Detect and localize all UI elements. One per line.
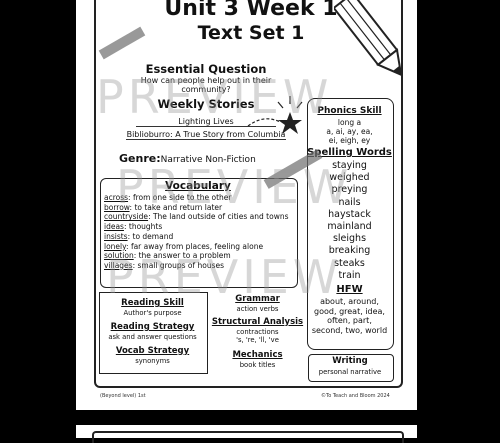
worksheet-page: Unit 3 Week 1 Text Set 1 Essential Quest… (76, 0, 417, 410)
star-icon (247, 96, 303, 134)
vocab-entry: villages: small groups of houses (104, 260, 225, 270)
hfw-line: about, around, (320, 297, 379, 306)
genre-label: Genre: (119, 152, 161, 165)
spelling-word: nails (338, 196, 361, 208)
vocabulary-list: across: from one side to the other borro… (104, 193, 294, 271)
reading-strategy-title: Reading Strategy (110, 322, 195, 332)
vocab-strategy-title: Vocab Strategy (115, 346, 190, 356)
footer-left: (Beyond level) 1st (100, 393, 146, 399)
story-item: Lighting Lives (136, 117, 276, 127)
spelling-word: breaking (328, 245, 371, 257)
mechanics-title: Mechanics (232, 350, 283, 360)
reading-skill-title: Reading Skill (121, 298, 184, 308)
preview-watermark: PREVIEW (116, 160, 353, 214)
phonics-line: ei, eigh, ey (328, 136, 371, 145)
vocab-entry: across: from one side to the other (104, 193, 232, 202)
genre-line: Genre:Narrative Non-Fiction (119, 152, 299, 165)
spelling-word: sleighs (332, 233, 367, 245)
spelling-word: weighed (329, 172, 370, 184)
vocab-entry: insists: to demand (104, 231, 174, 241)
preview-watermark: PREVIEW (106, 250, 343, 304)
structural-analysis-line: contractions (236, 328, 279, 336)
hfw-line: often, part, (327, 316, 372, 326)
vocab-strategy-text: synonyms (135, 357, 170, 365)
spelling-list: staying weighed preying nails haystack m… (307, 160, 392, 282)
reading-skills-box (99, 292, 208, 374)
structural-analysis-title: Structural Analysis (211, 317, 304, 327)
mechanics-text: book titles (239, 361, 276, 369)
pencil-icon (334, 0, 403, 77)
grammar-text: action verbs (236, 305, 279, 313)
reading-skill-text: Author's purpose (123, 309, 182, 317)
next-page-border (92, 431, 404, 443)
writing-banner (308, 354, 394, 382)
structural-analysis-line: 's, 're, 'll, 've (236, 336, 279, 344)
vocab-entry: lonely: far away from places, feeling al… (104, 241, 264, 251)
vocabulary-title: Vocabulary (165, 180, 231, 192)
spelling-word: mainland (327, 221, 372, 233)
preview-watermark: PREVIEW (96, 70, 333, 124)
spelling-word: preying (331, 184, 368, 196)
phonics-line: long a (337, 118, 362, 127)
spelling-title: Spelling Words (307, 147, 392, 158)
phonics-spelling-box (307, 98, 394, 350)
vocab-entry: ideas: thoughts (104, 222, 163, 232)
spelling-word: train (338, 269, 361, 281)
vocabulary-box (100, 178, 298, 288)
spelling-word: staying (332, 160, 367, 171)
hfw-line: good, great, idea, (314, 306, 385, 316)
phonics-line: a, ai, ay, ea, (326, 127, 373, 136)
structural-analysis-text: contractions 's, 're, 'll, 've (211, 328, 304, 344)
phonics-text: long a a, ai, ay, ea, ei, eigh, ey (307, 118, 392, 145)
page-border (94, 0, 403, 388)
hfw-title: HFW (336, 284, 363, 295)
hfw-text: about, around, good, great, idea, often,… (307, 297, 392, 335)
writing-title: Writing (332, 356, 368, 366)
essential-question-text: How can people help out in their communi… (140, 76, 272, 94)
spelling-word: steaks (334, 257, 365, 269)
essential-question-title: Essential Question (145, 62, 267, 76)
next-page-preview (76, 425, 417, 443)
footer-right: ©To Teach and Bloom 2024 (321, 393, 390, 399)
genre-value: Narrative Non-Fiction (160, 155, 256, 165)
page-title: Unit 3 Week 1 (164, 0, 338, 21)
writing-text: personal narrative (318, 368, 382, 376)
page-subtitle: Text Set 1 (197, 22, 305, 44)
vocab-entry: borrow: to take and return later (104, 202, 223, 212)
phonics-title: Phonics Skill (317, 106, 382, 116)
reading-strategy-text: ask and answer questions (108, 333, 197, 341)
spelling-word: haystack (328, 208, 371, 220)
vocab-entry: countryside: The land outside of cities … (104, 212, 289, 222)
weekly-stories-title: Weekly Stories (157, 97, 255, 111)
story-item: Biblioburro: A True Story from Columbia (126, 130, 286, 140)
hfw-line: second, two, world (311, 325, 388, 335)
vocab-entry: solution: the answer to a problem (104, 251, 231, 261)
grammar-title: Grammar (235, 294, 280, 304)
